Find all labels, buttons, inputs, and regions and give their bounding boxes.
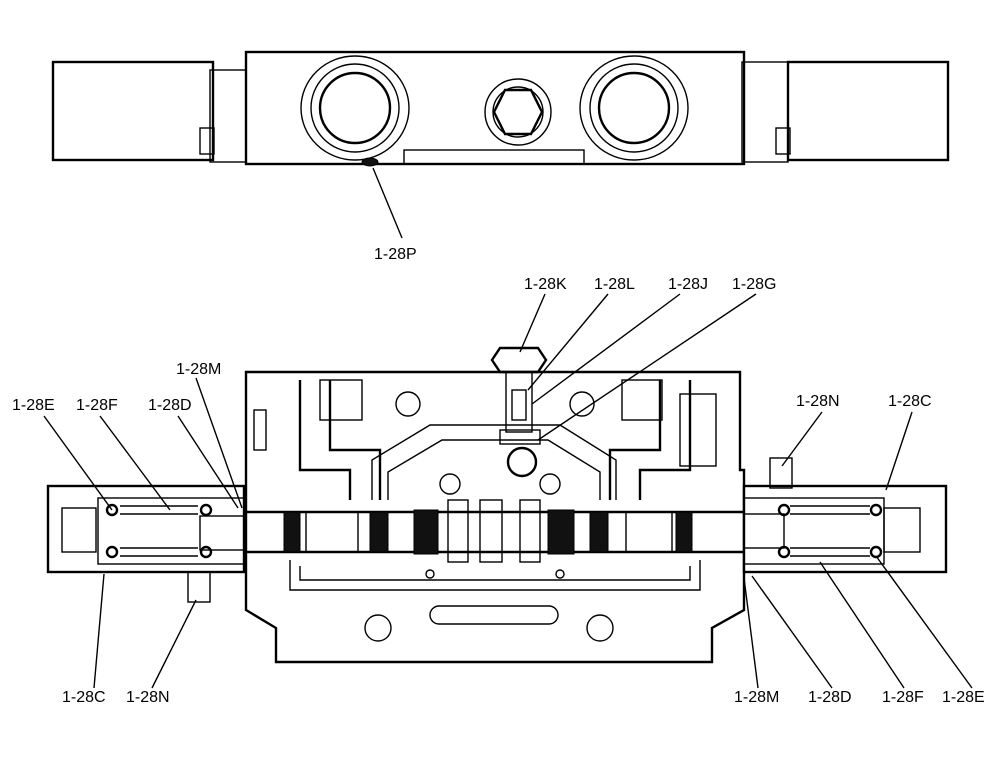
top-view xyxy=(51,50,950,167)
label-1-28l: 1-28L xyxy=(594,276,635,293)
leader-lines xyxy=(43,167,973,689)
label-1-28g: 1-28G xyxy=(732,276,776,293)
label-1-28c-left: 1-28C xyxy=(62,689,106,706)
label-1-28n-left: 1-28N xyxy=(126,689,170,706)
label-1-28d-left: 1-28D xyxy=(148,397,192,414)
label-1-28m-top: 1-28M xyxy=(176,361,221,378)
label-1-28d-right: 1-28D xyxy=(808,689,852,706)
label-1-28c-right: 1-28C xyxy=(888,393,932,410)
label-1-28e-right: 1-28E xyxy=(942,689,985,706)
label-1-28e-left: 1-28E xyxy=(12,397,55,414)
label-1-28n-right: 1-28N xyxy=(796,393,840,410)
label-1-28k: 1-28K xyxy=(524,276,567,293)
label-1-28p: 1-28P xyxy=(374,246,417,263)
label-1-28j: 1-28J xyxy=(668,276,708,293)
label-1-28f-left: 1-28F xyxy=(76,397,118,414)
section-view xyxy=(46,346,948,664)
label-1-28m-right: 1-28M xyxy=(734,689,779,706)
label-1-28f-right: 1-28F xyxy=(882,689,924,706)
